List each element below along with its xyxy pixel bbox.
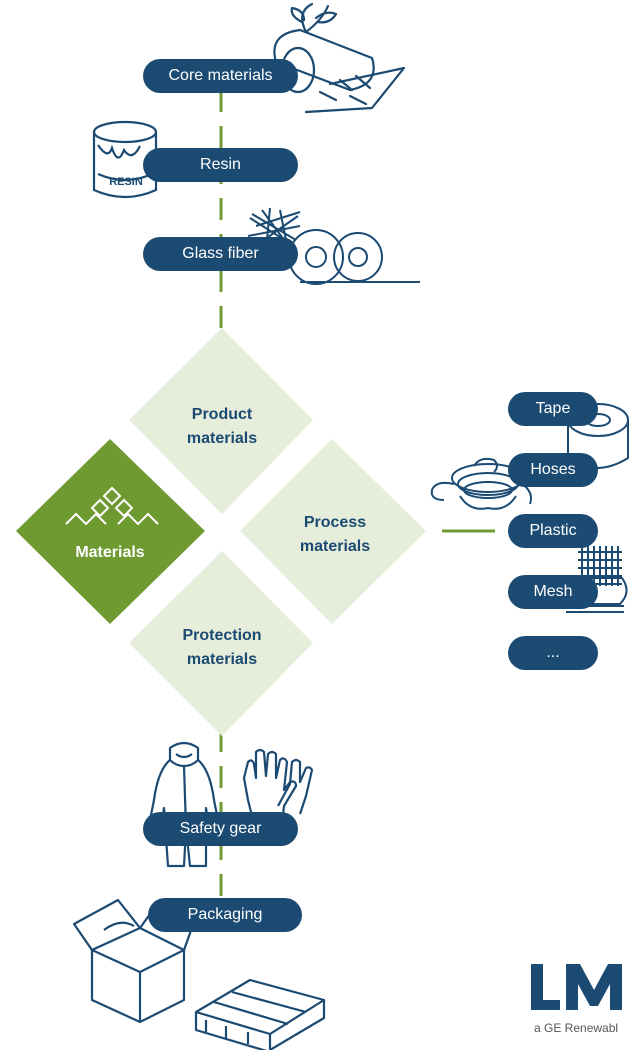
materials-icon: [65, 486, 159, 526]
pallet-icon: [194, 978, 326, 1050]
safety-gear-pill: Safety gear: [143, 812, 298, 846]
process-item-hoses: Hoses: [508, 453, 598, 487]
product-materials-label-line2: materials: [186, 430, 258, 447]
protection-materials-label-line2: materials: [186, 651, 258, 668]
process-materials-label-line2: materials: [299, 538, 371, 555]
logo-subtitle: a GE Renewabl: [534, 1021, 619, 1035]
glass-fiber-pill: Glass fiber: [143, 237, 298, 271]
materials-label: Materials: [75, 544, 145, 561]
lm-logo: [531, 964, 622, 1010]
packaging-pill: Packaging: [148, 898, 302, 932]
process-item-mesh: Mesh: [508, 575, 598, 609]
process-materials-label-line1: Process: [303, 514, 367, 531]
process-item-tape: Tape: [508, 392, 598, 426]
resin-pill: Resin: [143, 148, 298, 182]
process-materials-diamond: [240, 439, 426, 624]
gloves-icon: [242, 748, 314, 826]
product-materials-label: Product materials: [152, 403, 292, 451]
resin-can-label: RESIN: [109, 176, 143, 188]
protection-materials-label-line1: Protection: [182, 627, 262, 644]
protection-materials-label: Protection materials: [152, 624, 292, 672]
protective-suit-icon: [146, 741, 222, 868]
glass-fiber-icon: [247, 207, 420, 285]
materials-diamond: [16, 439, 205, 624]
process-item-plastic: Plastic: [508, 514, 598, 548]
product-materials-label-line1: Product: [191, 406, 253, 423]
core-materials-pill: Core materials: [143, 59, 298, 93]
core-materials-icon: [273, 2, 406, 114]
process-materials-label: Process materials: [265, 511, 405, 559]
protection-materials-diamond: [129, 551, 313, 736]
process-item-more: ...: [508, 636, 598, 670]
product-materials-diamond: [129, 328, 313, 514]
